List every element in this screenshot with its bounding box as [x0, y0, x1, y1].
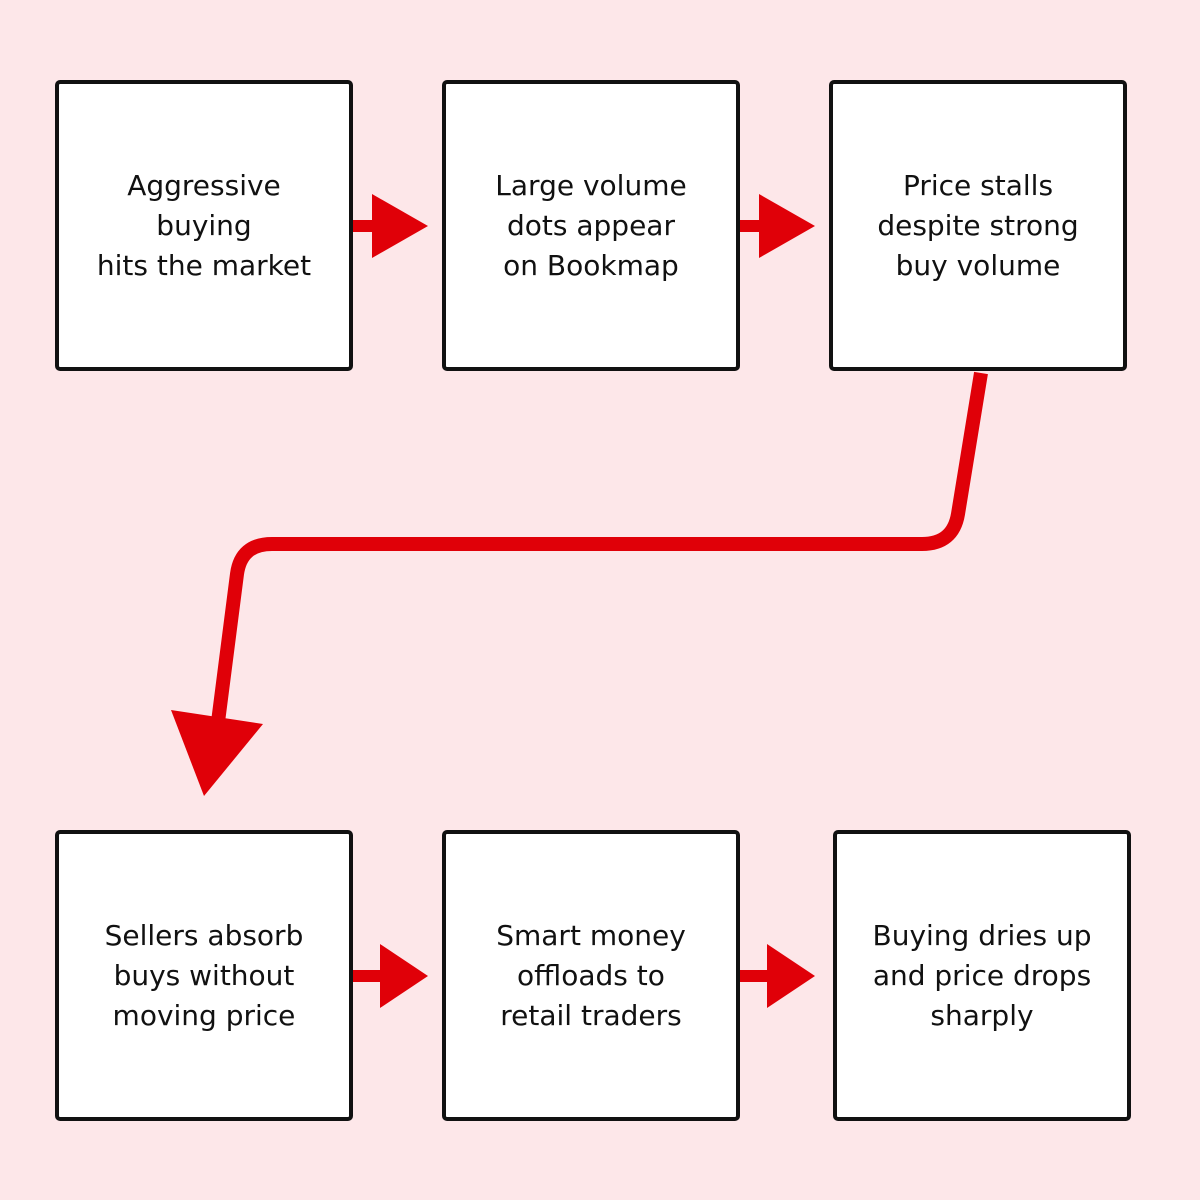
step-text-2: Large volume dots appear on Bookmap — [495, 168, 687, 282]
step-text-6: Buying dries up and price drops sharply — [872, 918, 1092, 1032]
step-box-1: Aggressive buying hits the market — [55, 80, 353, 371]
arrow-step1-to-step2 — [351, 194, 428, 258]
step-box-3: Price stalls despite strong buy volume — [829, 80, 1127, 371]
arrow-step5-to-step6 — [738, 944, 815, 1008]
step-text-3: Price stalls despite strong buy volume — [877, 168, 1079, 282]
step-box-6: Buying dries up and price drops sharply — [833, 830, 1131, 1121]
step-text-5: Smart money offloads to retail traders — [496, 918, 686, 1032]
arrow-step4-to-step5 — [351, 944, 428, 1008]
step-box-2: Large volume dots appear on Bookmap — [442, 80, 740, 371]
step-box-4: Sellers absorb buys without moving price — [55, 830, 353, 1121]
step-box-5: Smart money offloads to retail traders — [442, 830, 740, 1121]
arrow-step2-to-step3 — [738, 194, 815, 258]
arrow-step3-to-step4 — [171, 371, 988, 796]
step-text-4: Sellers absorb buys without moving price — [104, 918, 304, 1032]
step-text-1: Aggressive buying hits the market — [96, 168, 312, 282]
